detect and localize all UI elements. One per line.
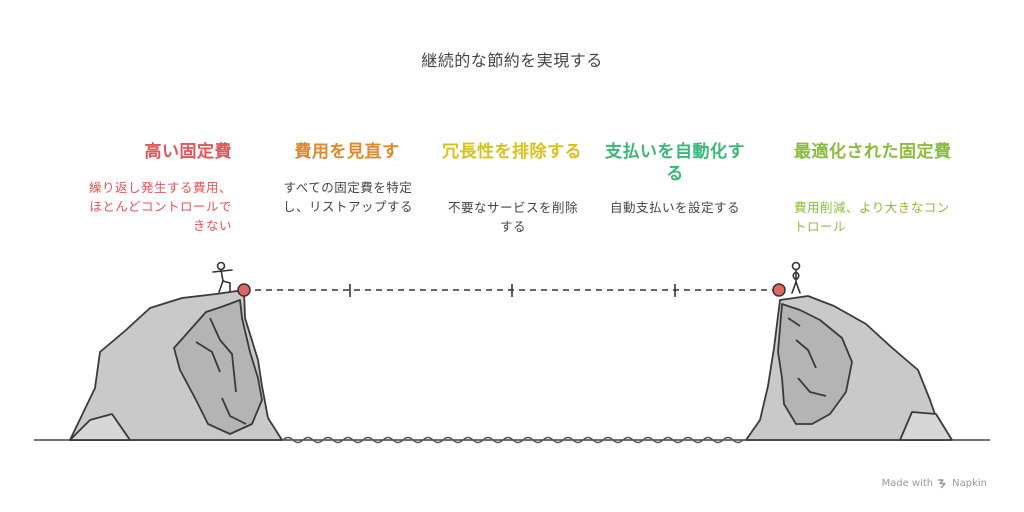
step-4-title: 支払いを自動化する: [605, 142, 745, 184]
napkin-logo-icon: [938, 479, 946, 489]
end-marker: [772, 283, 786, 297]
step-2-description: すべての固定費を特定し、リストアップする: [282, 180, 413, 214]
step-1-description-text: 繰り返し発生する費用、ほとんどコントロールできない: [88, 180, 232, 233]
step-2-title: 費用を見直す: [294, 142, 400, 162]
step-5-title: 最適化された固定費: [794, 142, 952, 162]
step-3-title: 冗長性を排除する: [442, 142, 582, 162]
start-marker: [237, 283, 251, 297]
watermark-brand: Napkin: [952, 478, 987, 489]
step-3-description: 不要なサービスを削除する: [447, 200, 578, 234]
step-5-description: 費用削減、より大きなコントロール: [794, 200, 950, 234]
right-cliff: [745, 295, 953, 441]
page-title: 継続的な節約を実現する: [421, 51, 603, 70]
step-1-title: 高い固定費: [144, 142, 232, 162]
stick-figure-stepping-icon: [212, 261, 233, 293]
step-4-description: 自動支払いを設定する: [609, 200, 740, 215]
watermark-text: Made with: [881, 478, 934, 489]
step-1-description: 繰り返し発生する費用、ほとんどコントロールできない: [84, 178, 232, 235]
water-waves: [282, 436, 744, 444]
left-cliff: [69, 289, 283, 441]
stick-figure-standing-icon: [791, 261, 801, 294]
watermark: Made with Napkin: [881, 478, 987, 489]
